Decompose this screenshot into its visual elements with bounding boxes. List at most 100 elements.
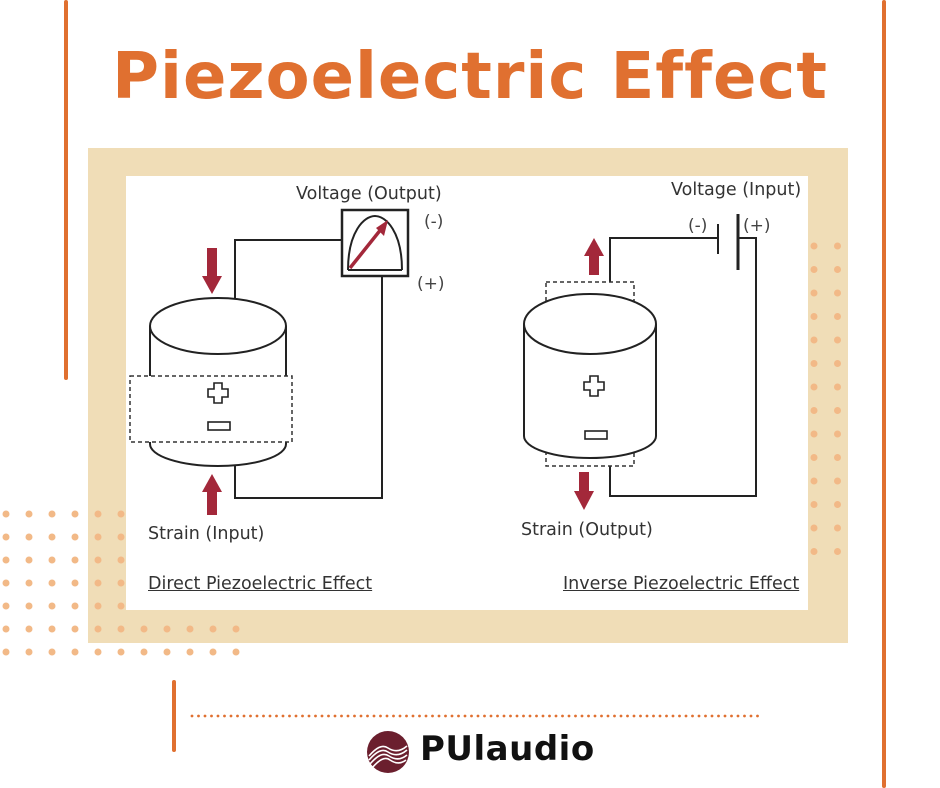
battery-icon [717, 214, 740, 270]
decor-dot [834, 289, 841, 297]
decor-dot [71, 648, 79, 656]
decor-dot [810, 407, 818, 414]
footer-dot [405, 714, 408, 718]
footer-dot [470, 714, 473, 718]
footer-dot [574, 714, 577, 718]
decor-dot [48, 510, 56, 518]
footer-dot [587, 714, 590, 718]
footer-dot [392, 714, 395, 718]
footer-dot [210, 714, 213, 718]
decor-dot [25, 510, 33, 518]
footer-dot [288, 714, 291, 718]
footer-dot [411, 714, 415, 718]
decor-dot [209, 648, 217, 656]
piezo-diagram [129, 208, 757, 515]
strain-input-arrow-up [202, 474, 222, 515]
footer-dot [385, 714, 389, 718]
decor-dot [810, 548, 818, 555]
footer-dot [294, 714, 298, 718]
decor-dot [834, 524, 841, 532]
footer-dot [457, 714, 460, 718]
inverse-wire-right [609, 237, 757, 497]
decor-dot [71, 579, 79, 587]
footer-dot [749, 714, 753, 718]
footer-dot [756, 714, 759, 718]
footer-dot [736, 714, 740, 718]
footer-dot [275, 714, 278, 718]
dot-grid-right [810, 242, 841, 555]
decor-dot [25, 579, 33, 587]
footer-dot [340, 714, 343, 718]
footer-dot [561, 714, 564, 718]
decor-dot [2, 579, 10, 587]
decor-dot [94, 556, 102, 564]
decor-dot [810, 289, 818, 297]
direct-plus-label: (+) [417, 274, 445, 294]
decor-dot [117, 602, 125, 610]
decor-dot [117, 625, 125, 633]
footer-dot [223, 714, 226, 718]
footer-dot [541, 714, 545, 718]
decor-dot [2, 533, 10, 541]
decor-dot [48, 648, 56, 656]
inverse-plus-label: (+) [743, 216, 771, 236]
brand-logo-text: PUlaudio [420, 729, 595, 769]
decor-dot [94, 602, 102, 610]
decor-dot [25, 533, 33, 541]
decor-dot [834, 242, 841, 250]
footer-dot [301, 714, 304, 718]
decor-dot [117, 648, 125, 656]
decor-dot [834, 501, 841, 508]
footer-dot [502, 714, 506, 718]
decor-dot [232, 625, 240, 633]
footer-dot [333, 714, 337, 718]
footer-dot [249, 714, 252, 718]
decor-dot [186, 625, 194, 633]
decor-dot [2, 556, 10, 564]
decor-dot [810, 313, 818, 320]
decor-dot [810, 360, 818, 367]
footer-dot [327, 714, 330, 718]
decor-dot [810, 501, 818, 508]
inverse-caption: Inverse Piezoelectric Effect [563, 574, 800, 594]
footer-dot [580, 714, 584, 718]
footer-dot [398, 714, 402, 718]
decor-dot [71, 533, 79, 541]
footer-dot [197, 714, 200, 718]
decor-dot [48, 556, 56, 564]
inverse-crystal [523, 293, 657, 459]
decor-dot [810, 383, 818, 391]
footer-dot [522, 714, 525, 718]
decor-dot [2, 602, 10, 610]
footer-dot [366, 714, 369, 718]
footer-dot [320, 714, 324, 718]
footer-dotted-line [190, 714, 759, 718]
footer-dot [509, 714, 512, 718]
direct-voltage-label: Voltage (Output) [296, 184, 442, 204]
footer-dot [236, 714, 239, 718]
footer-dot [619, 714, 623, 718]
footer-dot [255, 714, 259, 718]
footer-dot [723, 714, 727, 718]
footer-dot [658, 714, 662, 718]
direct-strain-label: Strain (Input) [148, 524, 265, 544]
decor-dot [810, 242, 818, 250]
footer-dot [626, 714, 629, 718]
decor-dot [810, 477, 818, 485]
footer-dot [554, 714, 558, 718]
footer-dot [424, 714, 428, 718]
footer-dot [483, 714, 486, 718]
footer-dot [730, 714, 733, 718]
decor-dot [94, 648, 102, 656]
decor-dot [810, 524, 818, 532]
footer-dot [314, 714, 317, 718]
decor-dot [834, 477, 841, 485]
footer-dot [359, 714, 363, 718]
decor-dot [834, 336, 841, 344]
footer-dot [717, 714, 720, 718]
footer-dot [353, 714, 356, 718]
footer-dot [678, 714, 681, 718]
footer-dot [548, 714, 551, 718]
decor-dot [163, 625, 171, 633]
decor-dot [810, 430, 818, 438]
